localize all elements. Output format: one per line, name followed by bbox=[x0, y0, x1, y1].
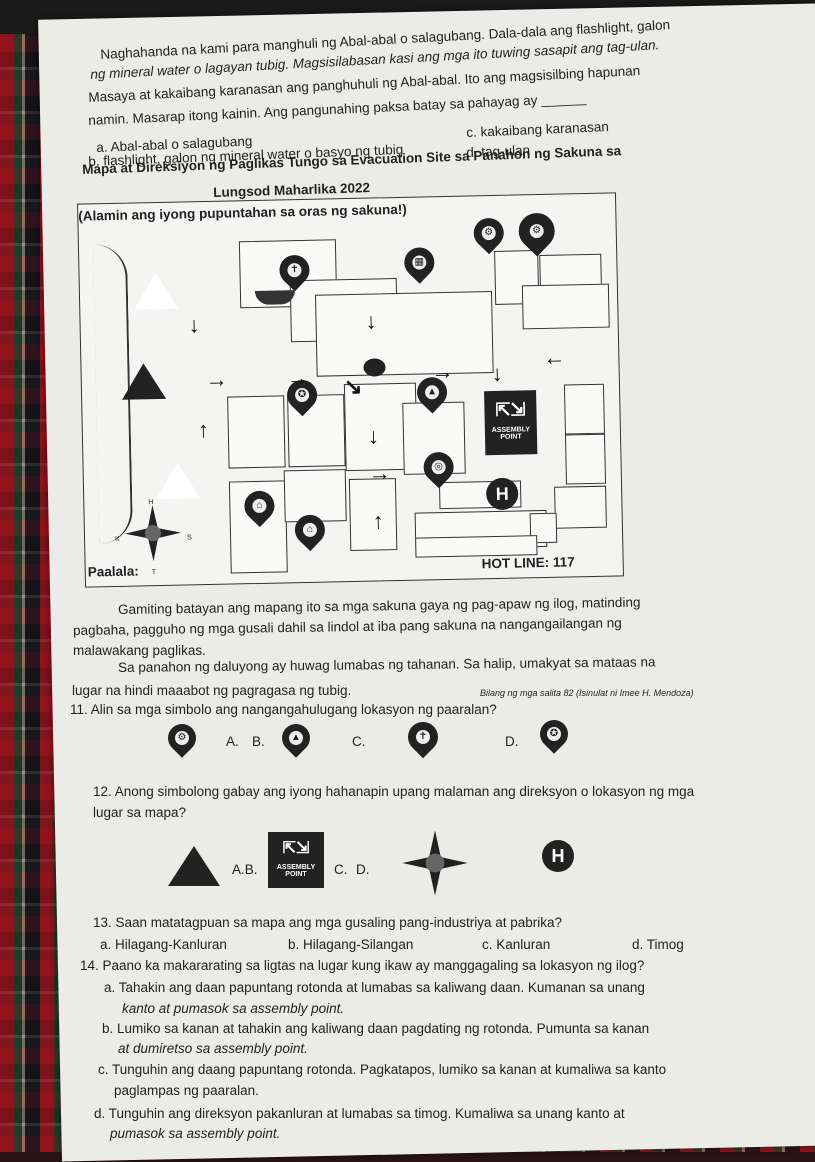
flood-hazard-icon bbox=[121, 362, 167, 400]
q11-choice-c: C. bbox=[352, 734, 366, 749]
factory-pin-large-icon: ⚙ bbox=[511, 205, 563, 257]
block-right-2 bbox=[564, 433, 607, 485]
arrow-down-icon: ↓ bbox=[365, 308, 377, 334]
q11-choice-d: D. bbox=[505, 734, 519, 749]
q13-choice-c: c. Kanluran bbox=[482, 937, 551, 952]
barangay-hall-pin-icon: ▦ bbox=[398, 241, 441, 284]
q12-choice-d: D. bbox=[356, 862, 370, 877]
hall-icon: ▦ bbox=[412, 255, 427, 270]
q14-choice-b-line2: at dumiretso sa assembly point. bbox=[118, 1041, 308, 1056]
compass-s-label: T bbox=[151, 569, 157, 577]
assembly-point-label: ASSEMBLY POINT bbox=[491, 426, 531, 441]
arrow-right-icon: → bbox=[368, 460, 392, 486]
q12-choice-ab: A.B. bbox=[232, 862, 258, 877]
arrow-down-icon: ↓ bbox=[491, 360, 503, 387]
q13-choice-b: b. Hilagang-Silangan bbox=[288, 937, 414, 952]
hospital-icon: H bbox=[542, 840, 574, 872]
credit-line: Bilang ng mga salita 82 (Isinulat ni Ime… bbox=[480, 688, 694, 698]
cross-icon: ✝ bbox=[416, 730, 430, 744]
arrow-right-icon: → bbox=[286, 364, 309, 391]
block-lower-2 bbox=[283, 469, 347, 523]
block-top-right-3 bbox=[521, 283, 610, 330]
arrow-up-icon: ↑ bbox=[197, 416, 210, 443]
q14-choice-a-line1: a. Tahakin ang daan papuntang rotonda at… bbox=[104, 980, 645, 995]
hotline-label: HOT LINE: 117 bbox=[481, 554, 575, 572]
legend-label: Paalala: bbox=[87, 563, 139, 580]
warning-triangle-icon bbox=[155, 462, 201, 500]
q11-choice-a: A. bbox=[226, 734, 239, 749]
q14-choice-c-line1: c. Tunguhin ang daang papuntang rotonda.… bbox=[98, 1062, 667, 1077]
gear-icon: ⚙ bbox=[175, 731, 189, 745]
flood-hazard-icon bbox=[168, 846, 220, 886]
q14-choice-c-line2: paglampas ng paaralan. bbox=[114, 1083, 259, 1098]
people-icon: ⇱⇲ bbox=[282, 840, 310, 857]
q13-choice-a: a. Hilagang-Kanluran bbox=[100, 937, 227, 952]
assembly-point-label: ASSEMBLY POINT bbox=[276, 864, 316, 878]
block-right-3 bbox=[554, 485, 607, 529]
body-p1-line3: malawakang paglikas. bbox=[73, 643, 206, 658]
arrow-left-icon: ← bbox=[543, 344, 566, 370]
compass-rose-icon bbox=[124, 505, 181, 562]
compass-n-label: H bbox=[148, 499, 154, 507]
arrow-right-icon: → bbox=[205, 366, 229, 393]
q12-choice-c: C. bbox=[334, 862, 348, 877]
body-p2-line2: lugar na hindi maaabot ng pagragasa ng t… bbox=[72, 683, 352, 698]
arrow-right-icon: → bbox=[431, 358, 454, 385]
compass-w-label: K bbox=[115, 535, 120, 543]
q14-choice-d-line1: d. Tunguhin ang direksyon pakanluran at … bbox=[94, 1106, 625, 1121]
q12-line2: lugar sa mapa? bbox=[93, 805, 187, 820]
arrow-diagonal-icon: ↘ bbox=[343, 373, 363, 400]
warning-triangle-icon bbox=[133, 272, 179, 310]
block-lower-7 bbox=[415, 535, 538, 558]
evacuation-map: (Alamin ang iyong pupuntahan sa oras ng … bbox=[77, 192, 624, 588]
q14-choice-a-line2: kanto at pumasok sa assembly point. bbox=[122, 1001, 345, 1016]
q11-choice-b: B. bbox=[252, 734, 265, 749]
compass-rose-icon bbox=[402, 830, 468, 896]
gear-icon: ⚙ bbox=[481, 225, 496, 241]
people-icon: ⇱⇲ bbox=[495, 399, 526, 420]
graduation-cap-icon: ▲ bbox=[289, 731, 303, 745]
assembly-point-icon: ⇱⇲ ASSEMBLY POINT bbox=[484, 390, 538, 456]
target-icon: ◎ bbox=[431, 460, 446, 475]
badge-icon: ✪ bbox=[547, 727, 561, 741]
q14-text: 14. Paano ka makararating sa ligtas na l… bbox=[80, 958, 645, 973]
assembly-point-icon: ⇱⇲ ASSEMBLY POINT bbox=[268, 832, 324, 888]
q14-choice-d-line2: pumasok sa assembly point. bbox=[110, 1126, 281, 1141]
q14-choice-b-line1: b. Lumiko sa kanan at tahakin ang kaliwa… bbox=[102, 1021, 650, 1036]
gear-icon: ⚙ bbox=[529, 223, 544, 239]
q13-choice-d: d. Timog bbox=[632, 937, 684, 952]
compass-e-label: S bbox=[186, 534, 192, 542]
arrow-up-icon: ↑ bbox=[372, 508, 385, 534]
q12-line1: 12. Anong simbolong gabay ang iyong haha… bbox=[93, 784, 695, 799]
block-grid-1 bbox=[227, 395, 286, 469]
arrow-down-icon: ↓ bbox=[367, 423, 380, 449]
cross-icon: ✝ bbox=[287, 263, 302, 278]
factory-pin-icon: ⚙ bbox=[467, 211, 510, 255]
q11-text: 11. Alin sa mga simbolo ang nangangahulu… bbox=[70, 702, 497, 717]
q13-text: 13. Saan matatagpuan sa mapa ang mga gus… bbox=[93, 915, 563, 930]
graduation-cap-icon: ▲ bbox=[424, 385, 440, 400]
block-center bbox=[314, 291, 494, 377]
store-icon: ⌂ bbox=[252, 498, 267, 514]
arrow-down-icon: ↓ bbox=[188, 312, 200, 338]
block-right-1 bbox=[563, 383, 605, 435]
map-note: (Alamin ang iyong pupuntahan sa oras ng … bbox=[78, 201, 407, 224]
store-icon: ⌂ bbox=[302, 522, 318, 538]
